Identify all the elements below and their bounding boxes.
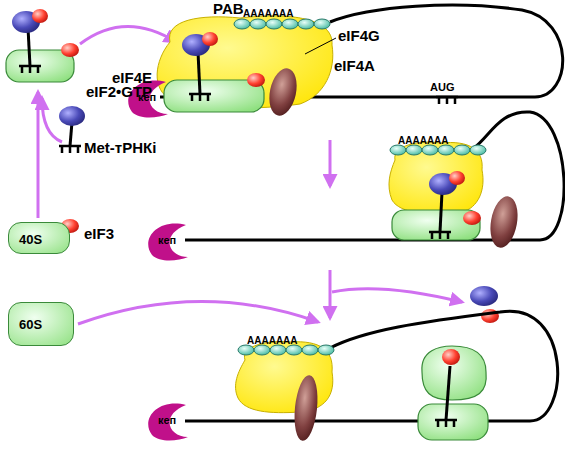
ribosome-subunit: 40S xyxy=(8,222,70,254)
factor-label: Met-тРНКi xyxy=(84,140,156,155)
cap-label: кеп xyxy=(158,415,176,426)
cap-crescent: кеп xyxy=(140,401,190,441)
ribosome-subunit: 60S xyxy=(8,302,74,346)
factor-label: AUG xyxy=(430,82,454,93)
factor-label: PAB xyxy=(213,1,244,16)
subunit-label: 60S xyxy=(19,318,42,331)
factor-label: eIF4G xyxy=(338,28,380,43)
factor-label: eIF2•GTP xyxy=(86,84,152,99)
factor-label: AAAAAAA xyxy=(243,9,294,19)
factor-label: eIF3 xyxy=(84,226,114,241)
cap-label: кеп xyxy=(158,235,176,246)
factor-label: AAAAAAA xyxy=(398,136,449,146)
cap-crescent: кеп xyxy=(140,221,190,261)
subunit-label: 40S xyxy=(19,233,42,246)
factor-label: eIF4A xyxy=(334,58,375,73)
factor-label: eIF4E xyxy=(112,70,152,85)
factor-label: AAAAAAA xyxy=(247,336,298,346)
